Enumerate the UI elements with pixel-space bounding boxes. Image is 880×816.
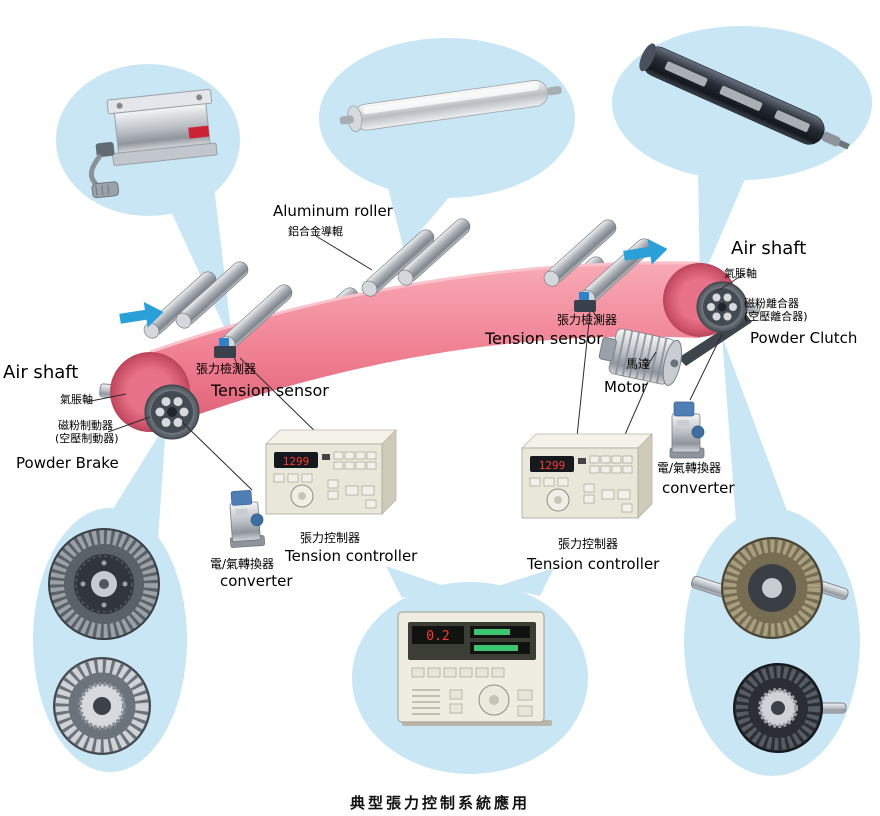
powder-clutch-product-1 xyxy=(690,537,849,639)
powder-clutch-product-2 xyxy=(733,663,847,753)
web-direction-arrow-right xyxy=(623,238,668,265)
label-tension-controller-right-zh: 張力控制器 xyxy=(558,537,619,551)
powder-brake-product-2 xyxy=(53,657,151,755)
air-shaft-product xyxy=(639,43,850,150)
label-powder-clutch-en: Powder Clutch xyxy=(750,329,858,347)
tension-sensor-right-device xyxy=(574,292,596,312)
label-tension-sensor-right-zh: 張力檢測器 xyxy=(557,313,618,327)
label-tension-controller-left-en: Tension controller xyxy=(285,547,418,565)
label-air-shaft-right-zh: 氣脹軸 xyxy=(724,267,757,280)
converter-left-device xyxy=(226,488,266,549)
label-powder-brake-en: Powder Brake xyxy=(16,454,119,472)
powder-clutch-hub xyxy=(696,281,748,333)
powder-brake-product-1 xyxy=(48,528,160,640)
tension-controller-right-device: 1299 xyxy=(521,433,653,519)
label-converter-right-zh: 電/氣轉換器 xyxy=(657,461,722,475)
label-motor-en: Motor xyxy=(604,378,648,396)
label-aluminum-roller-zh: 鋁合金導輥 xyxy=(288,225,343,238)
label-converter-left-zh: 電/氣轉換器 xyxy=(210,557,275,571)
label-tension-sensor-left-zh: 張力檢測器 xyxy=(196,362,257,376)
main-controller-display: 0.2 xyxy=(426,629,449,644)
label-tension-controller-left-zh: 張力控制器 xyxy=(300,531,361,545)
label-tension-controller-right-en: Tension controller xyxy=(527,555,660,573)
callout-lines xyxy=(85,235,745,491)
diagram-title: 典型張力控制系統應用 xyxy=(349,794,530,812)
label-converter-right-en: converter xyxy=(662,479,735,497)
label-air-shaft-right-en: Air shaft xyxy=(731,238,807,259)
main-controller-product: 0.2 xyxy=(397,611,552,726)
label-powder-clutch-zh2: (空壓離合器) xyxy=(744,310,808,323)
label-converter-left-en: converter xyxy=(220,572,293,590)
label-motor-zh: 馬達 xyxy=(626,357,651,371)
web-direction-arrow-left xyxy=(119,301,164,328)
controller-left-display: 1299 xyxy=(283,455,310,468)
converter-right-device xyxy=(669,401,705,459)
label-air-shaft-left-en: Air shaft xyxy=(3,362,79,383)
label-powder-brake-zh1: 磁粉制動器 xyxy=(58,419,113,432)
load-cell-product xyxy=(88,88,218,199)
label-tension-sensor-right-en: Tension sensor xyxy=(485,329,603,348)
tension-sensor-left-device xyxy=(214,338,236,358)
label-air-shaft-left-zh: 氣脹軸 xyxy=(60,393,93,406)
tension-controller-left-device: 1299 xyxy=(265,429,397,515)
aluminum-roller-product xyxy=(339,80,562,133)
label-tension-sensor-left-en: Tension sensor xyxy=(211,381,329,400)
label-aluminum-roller-en: Aluminum roller xyxy=(273,202,393,220)
controller-right-display: 1299 xyxy=(539,459,566,472)
label-powder-clutch-zh1: 磁粉離合器 xyxy=(744,297,799,310)
motor xyxy=(598,328,683,386)
label-powder-brake-zh2: (空壓制動器) xyxy=(55,432,119,445)
